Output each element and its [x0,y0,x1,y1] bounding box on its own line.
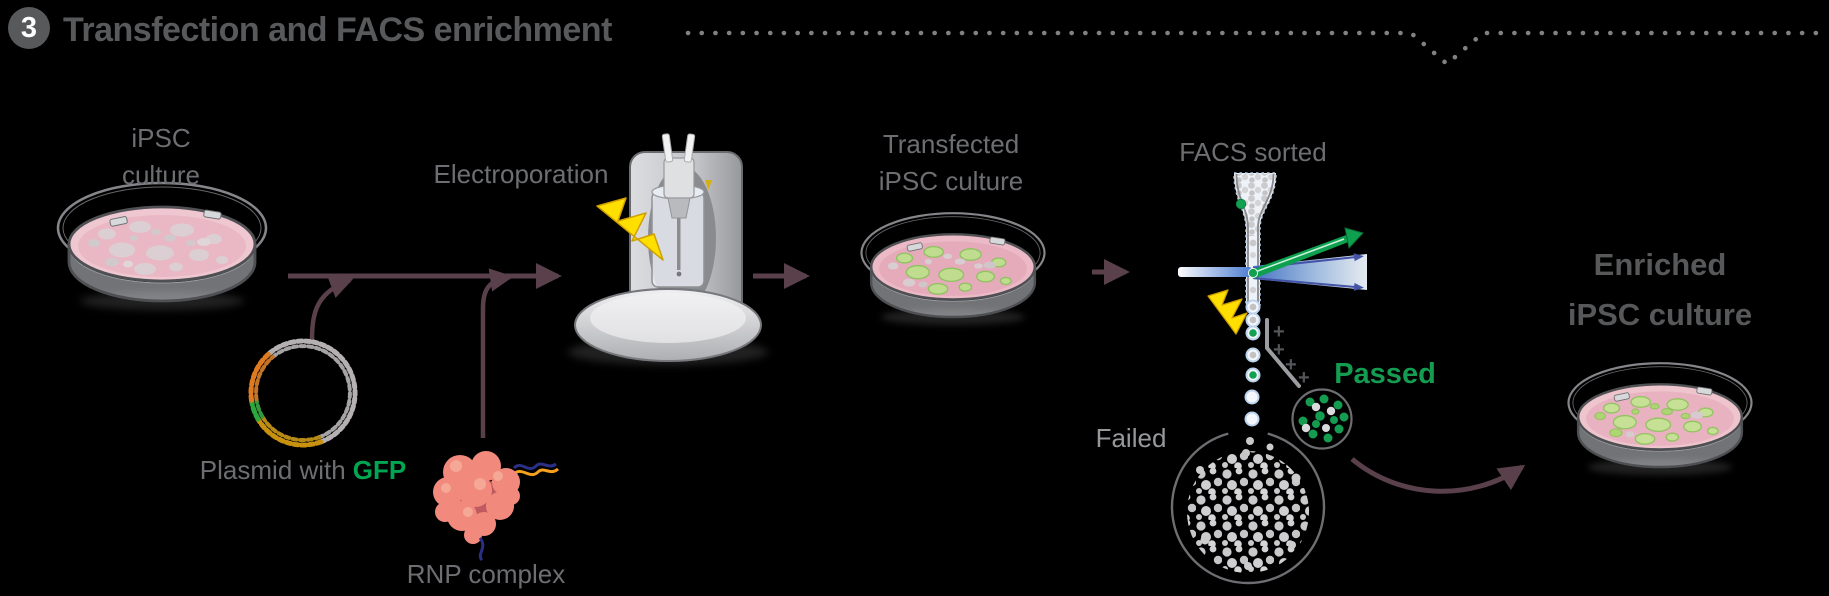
step-number: 3 [20,11,38,44]
sorted-cell-at-laser [1247,267,1259,279]
ipsc-culture-label-line1: iPSC [131,123,191,153]
enriched-label-line1: Enriched [1593,247,1727,282]
enriched-culture-label: Enriched iPSC culture [1568,240,1752,339]
page-title: Transfection and FACS enrichment [63,11,612,49]
dotted-guide-line [685,30,1829,68]
rnp-complex-icon [433,451,559,562]
passed-cells-circle [1291,388,1353,450]
enriched-dish-illustration [1568,363,1751,475]
electroporator-icon [568,133,768,365]
facs-nozzle-icon [1233,172,1277,306]
charge-lightning-icon [1207,289,1248,335]
transfected-label-line2: iPSC culture [878,165,1024,196]
transfected-dish-illustration [861,213,1044,325]
transfected-culture-label: Transfected iPSC culture [879,126,1024,200]
arrow-rnp-branch [480,268,514,438]
passed-label: Passed [1334,358,1436,390]
arrow-passed-to-enriched [1350,457,1526,494]
charge-plus-4: + [1298,367,1310,389]
charge-plus-1: + [1273,321,1285,343]
failed-cells-circle [1170,432,1326,585]
charge-plus-3: + [1285,354,1297,376]
arrow-plasmid-branch [309,276,354,341]
laser-blue-beam [1178,253,1367,291]
deflection-plate [1265,318,1301,388]
laser-green-beam [1251,227,1364,279]
electroporation-label: Electroporation [433,159,609,189]
lightning-icon [596,197,664,261]
failed-label: Failed [1095,423,1167,453]
gfp-highlight: GFP [352,455,407,485]
transfected-label-line1: Transfected [882,129,1020,159]
rnp-complex-label: RNP complex [406,559,566,589]
step-badge: 3 [8,7,50,49]
facs-sorted-label: FACS sorted [1179,137,1327,167]
enriched-label-line2: iPSC culture [1567,296,1753,332]
charge-plus-2: + [1273,339,1285,361]
ipsc-culture-label: iPSC culture [122,120,200,194]
plasmid-icon [248,338,358,448]
plasmid-label-text: Plasmid with [199,455,346,485]
ipsc-dish-illustration [58,183,266,310]
droplet-stream [1242,299,1261,457]
ipsc-culture-label-line2: culture [121,159,201,190]
flow-arrows [288,259,1526,494]
